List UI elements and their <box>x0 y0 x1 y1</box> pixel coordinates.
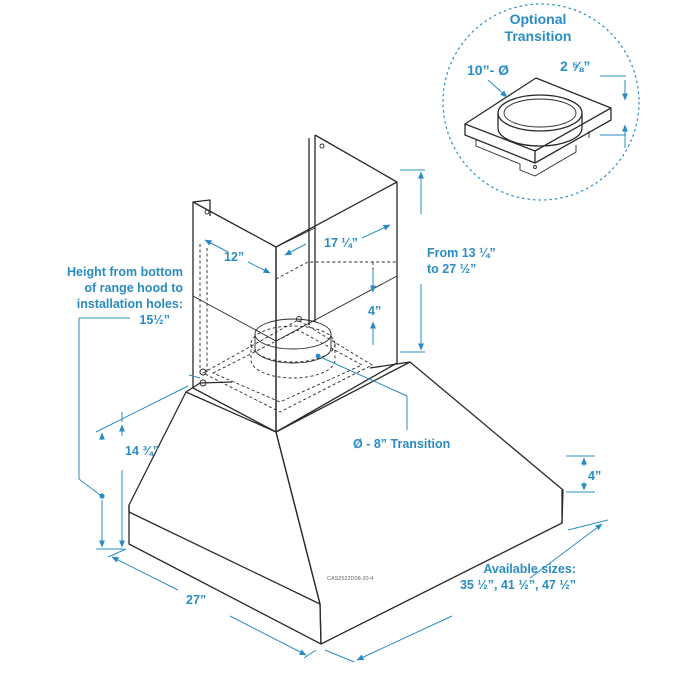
chimney-depth-label: 17 ¼” <box>324 236 358 250</box>
chimney-width-dimension: 12” <box>204 239 271 274</box>
duct-transition-label: Ø - 8” Transition <box>353 437 450 451</box>
front-depth-label: 4” <box>588 469 601 483</box>
hood-height-dimension: 14 ¾” <box>95 385 189 550</box>
front-depth-dimension: 4” <box>566 455 601 493</box>
chimney-height-dimension: From 13 ¼” to 27 ½” <box>400 169 496 353</box>
transition-height-label: 2 ⅝” <box>560 58 590 74</box>
hole-height-value: 15½” <box>139 313 170 327</box>
collar-height-label: 4” <box>368 304 381 318</box>
available-sizes-label-line2: 35 ½”, 41 ½”, 47 ½” <box>460 578 576 592</box>
hole-height-label-line2: of range hood to <box>84 281 183 295</box>
collar-height-dimension: 4” <box>368 270 381 345</box>
transition-diameter-label: 10”- Ø <box>467 62 509 78</box>
installation-hole-height-dimension: Height from bottom of range hood to inst… <box>67 265 201 499</box>
model-code-label: CAS2522D08-20-4 <box>327 576 373 582</box>
hood-height-label: 14 ¾” <box>125 444 159 458</box>
inset-dashed-circle <box>442 3 640 201</box>
optional-transition-label-line1: Optional <box>510 11 567 27</box>
hood-depth-label: 27” <box>186 593 206 607</box>
duct-transition-callout: Ø - 8” Transition <box>315 353 450 451</box>
available-sizes-label-line1: Available sizes: <box>483 562 576 576</box>
transition-adapter-drawing <box>464 77 612 177</box>
transition-height-dimension: 2 ⅝” <box>560 58 628 148</box>
hole-height-label-line3: installation holes: <box>77 297 183 311</box>
optional-transition-label-line2: Transition <box>505 28 572 44</box>
hole-height-label-line1: Height from bottom <box>67 265 183 279</box>
available-sizes-dimension: Available sizes: 35 ½”, 41 ½”, 47 ½” <box>324 519 609 663</box>
chimney-height-label-line1: From 13 ¼” <box>427 246 496 260</box>
chimney-height-label-line2: to 27 ½” <box>427 262 476 276</box>
hood-depth-dimension: 27” <box>107 548 317 659</box>
chimney-depth-dimension: 17 ¼” <box>284 224 391 256</box>
transition-diameter-dimension: 10”- Ø <box>467 62 509 98</box>
chimney-width-label: 12” <box>224 250 244 264</box>
range-hood-drawing: CAS2522D08-20-4 <box>128 134 564 645</box>
optional-transition-inset: Optional Transition 10”- Ø 2 ⅝” <box>442 3 640 201</box>
